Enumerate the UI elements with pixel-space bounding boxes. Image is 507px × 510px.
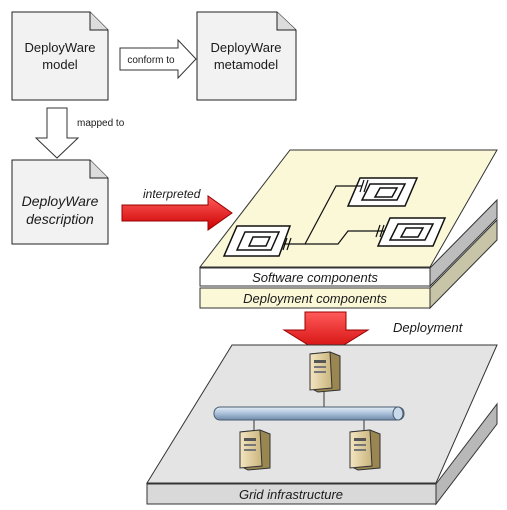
model-label-line1: DeployWare	[24, 40, 95, 55]
metamodel-label-line2: metamodel	[214, 57, 278, 72]
deployment-components-label: Deployment components	[243, 291, 387, 306]
component-platform: Software components Deployment component…	[198, 149, 498, 310]
component-2-icon	[222, 225, 292, 257]
grid-infrastructure-label: Grid infrastructure	[239, 487, 343, 502]
component-connectors	[282, 179, 385, 251]
model-document: DeployWare model	[11, 11, 109, 101]
software-components-label: Software components	[252, 270, 378, 285]
mapped-arrow: mapped to	[34, 107, 125, 159]
description-label-line1: DeployWare	[22, 193, 99, 209]
server-icon	[349, 429, 381, 471]
deployment-label: Deployment	[393, 320, 464, 335]
network-links	[253, 392, 365, 432]
interpreted-label: interpreted	[143, 187, 201, 201]
component-1-icon	[346, 177, 419, 207]
metamodel-document: DeployWare metamodel	[196, 11, 297, 101]
conform-arrow: conform to	[119, 38, 197, 80]
deployment-arrow: Deployment	[282, 311, 464, 357]
grid-slab: Grid infrastructure	[146, 344, 498, 506]
server-icon	[309, 351, 341, 393]
component-3-icon	[376, 217, 447, 247]
model-label-line2: model	[42, 57, 78, 72]
metamodel-label-line1: DeployWare	[210, 40, 281, 55]
conform-label: conform to	[127, 55, 175, 66]
server-icon	[239, 429, 271, 471]
interpreted-arrow: interpreted	[121, 187, 233, 231]
description-document: DeployWare description	[11, 159, 109, 245]
mapped-label: mapped to	[77, 118, 125, 129]
network-bus	[213, 406, 405, 421]
description-label-line2: description	[26, 211, 94, 227]
